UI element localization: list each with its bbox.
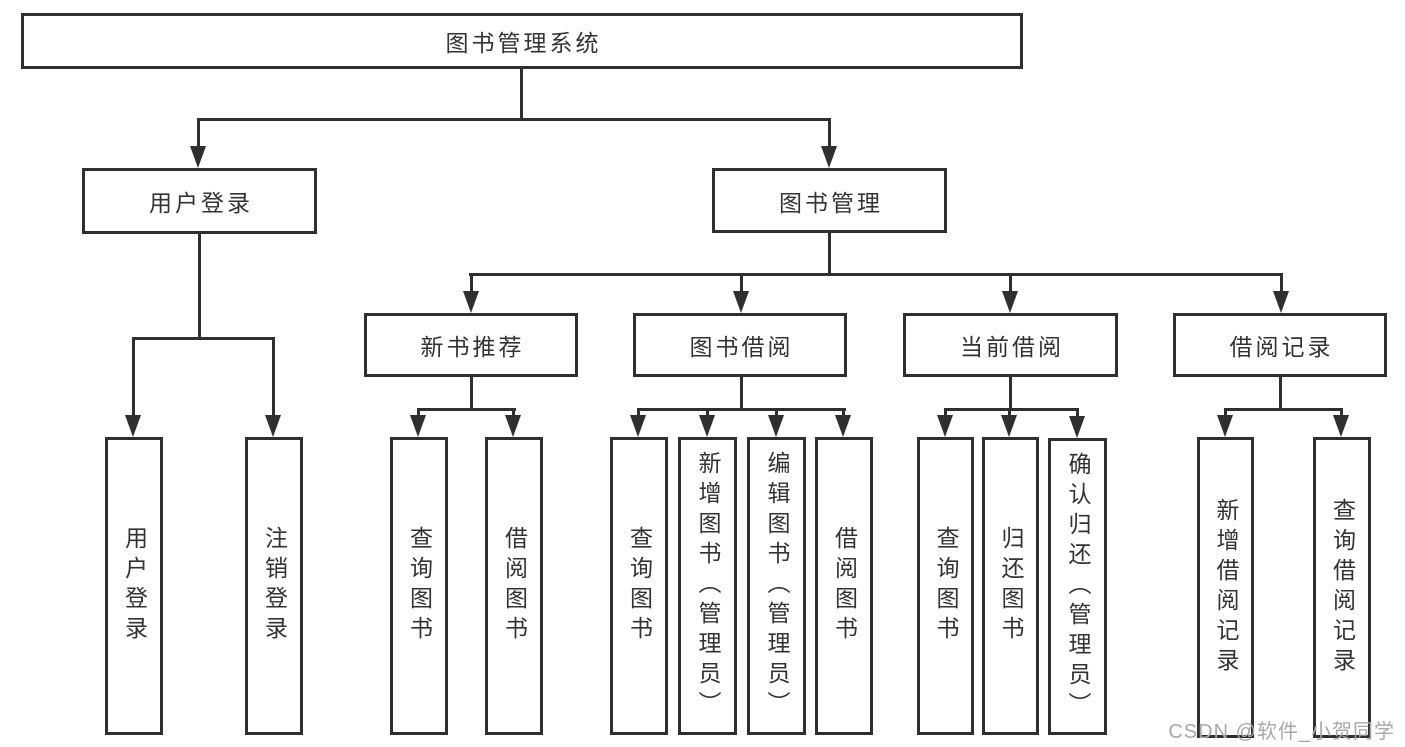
- connector-root-rail: [197, 118, 831, 121]
- node-root-label: 图书管理系统: [445, 30, 602, 56]
- watermark: CSDN @软件_小贺同学: [1168, 721, 1395, 743]
- arrow-down-nbr-query-icon: [410, 415, 426, 437]
- node-current-borrow-label: 当前借阅: [960, 334, 1064, 360]
- arrow-down-bb-query-icon: [630, 415, 646, 437]
- leaf-cb-query-books-label: 查询图书: [933, 526, 959, 646]
- connector-book-borrow-rail: [637, 408, 846, 411]
- node-book-management: 图书管理: [712, 168, 947, 233]
- node-new-book-recommend: 新书推荐: [364, 313, 578, 377]
- connector-borrow-record-stem: [1279, 374, 1282, 411]
- node-current-borrow: 当前借阅: [903, 313, 1118, 377]
- connector-root-to-user-login: [197, 118, 200, 150]
- leaf-logout: 注销登录: [245, 437, 303, 735]
- leaf-nbr-query-books: 查询图书: [390, 437, 448, 735]
- leaf-bb-borrow-books-label: 借阅图书: [831, 526, 858, 646]
- connector-bb-to-leaf1: [637, 408, 640, 419]
- arrow-down-nbr-borrow-icon: [505, 415, 521, 437]
- connector-borrow-record-rail: [1224, 408, 1343, 411]
- arrow-down-current-borrow-icon: [1002, 291, 1018, 313]
- node-book-management-label: 图书管理: [779, 189, 883, 216]
- connector-bb-to-leaf3: [775, 408, 778, 419]
- connector-user-login-rail: [132, 337, 275, 340]
- connector-root-to-book-management: [828, 118, 831, 150]
- connector-to-borrow-record: [1280, 273, 1283, 295]
- connector-user-login-to-leaf2: [272, 337, 275, 417]
- leaf-cb-query-books: 查询图书: [917, 437, 974, 735]
- connector-book-borrow-stem: [740, 374, 743, 411]
- node-root: 图书管理系统: [21, 13, 1023, 69]
- connector-cb-to-leaf2: [1008, 408, 1011, 419]
- leaf-nbr-borrow-books: 借阅图书: [485, 437, 543, 735]
- leaf-br-query-record: 查询借阅记录: [1313, 437, 1371, 738]
- leaf-br-add-record-label: 新增借阅记录: [1213, 497, 1239, 678]
- connector-current-borrow-stem: [1009, 374, 1012, 411]
- arrow-down-br-add-icon: [1217, 415, 1233, 437]
- arrow-down-bb-add-icon: [699, 415, 715, 437]
- leaf-bb-edit-books-admin: 编辑图书（管理员）: [747, 437, 806, 735]
- connector-br-to-leaf2: [1340, 408, 1343, 419]
- connector-user-login-stem: [198, 231, 201, 337]
- leaf-cb-confirm-return-admin-label: 确认归还（管理员）: [1065, 451, 1091, 722]
- leaf-cb-return-books: 归还图书: [982, 437, 1039, 735]
- leaf-user-login: 用户登录: [105, 437, 163, 735]
- leaf-bb-edit-books-admin-label: 编辑图书（管理员）: [764, 451, 790, 721]
- connector-book-management-stem: [828, 230, 831, 276]
- node-borrow-record-label: 借阅记录: [1229, 334, 1334, 360]
- connector-bb-to-leaf2: [706, 408, 709, 419]
- connector-to-new-book-recommend: [470, 273, 473, 295]
- leaf-user-login-label: 用户登录: [121, 526, 148, 646]
- leaf-nbr-borrow-books-label: 借阅图书: [501, 526, 528, 646]
- connector-cb-to-leaf1: [944, 408, 947, 419]
- leaf-bb-add-books-admin: 新增图书（管理员）: [678, 437, 737, 735]
- connector-user-login-to-leaf1: [132, 337, 135, 417]
- leaf-bb-borrow-books: 借阅图书: [815, 437, 873, 735]
- leaf-logout-label: 注销登录: [261, 526, 288, 646]
- node-new-book-recommend-label: 新书推荐: [420, 334, 525, 360]
- connector-to-book-borrow: [740, 273, 743, 295]
- connector-nbr-to-leaf1: [417, 408, 420, 419]
- arrow-down-new-book-recommend-icon: [463, 291, 479, 313]
- leaf-br-add-record: 新增借阅记录: [1197, 437, 1254, 738]
- connector-cb-to-leaf3: [1076, 408, 1079, 419]
- connector-br-to-leaf1: [1224, 408, 1227, 419]
- connector-new-book-recommend-stem: [470, 374, 473, 411]
- connector-nbr-to-leaf2: [512, 408, 515, 419]
- connector-root-stem: [520, 66, 523, 118]
- arrow-down-bb-borrow-icon: [835, 415, 851, 437]
- node-user-login-label: 用户登录: [149, 190, 253, 216]
- leaf-cb-confirm-return-admin: 确认归还（管理员）: [1048, 438, 1107, 735]
- leaf-nbr-query-books-label: 查询图书: [406, 526, 433, 646]
- connector-book-management-rail: [469, 273, 1283, 276]
- connector-bb-to-leaf4: [842, 408, 845, 419]
- arrow-down-borrow-record-icon: [1273, 291, 1289, 313]
- arrow-down-bb-edit-icon: [768, 415, 784, 437]
- arrow-down-cb-confirm-icon: [1069, 416, 1085, 438]
- connector-new-book-recommend-rail: [417, 408, 516, 411]
- connector-to-current-borrow: [1009, 273, 1012, 295]
- leaf-cb-return-books-label: 归还图书: [998, 526, 1024, 646]
- leaf-bb-add-books-admin-label: 新增图书（管理员）: [695, 451, 721, 721]
- arrow-down-br-query-icon: [1333, 415, 1349, 437]
- node-book-borrow: 图书借阅: [633, 313, 847, 377]
- arrow-down-user-login-icon: [190, 146, 206, 168]
- arrow-down-cb-return-icon: [1001, 415, 1017, 437]
- arrow-down-leaf-logout-icon: [265, 415, 281, 437]
- arrow-down-book-borrow-icon: [733, 291, 749, 313]
- arrow-down-leaf-user-login-icon: [125, 415, 141, 437]
- connector-current-borrow-rail: [944, 408, 1079, 411]
- leaf-bb-query-books: 查询图书: [610, 437, 668, 735]
- arrow-down-cb-query-icon: [937, 415, 953, 437]
- node-book-borrow-label: 图书借阅: [689, 334, 794, 360]
- leaf-bb-query-books-label: 查询图书: [626, 526, 653, 646]
- node-borrow-record: 借阅记录: [1173, 313, 1387, 377]
- node-user-login: 用户登录: [82, 168, 317, 234]
- leaf-br-query-record-label: 查询借阅记录: [1329, 497, 1356, 678]
- arrow-down-book-management-icon: [821, 146, 837, 168]
